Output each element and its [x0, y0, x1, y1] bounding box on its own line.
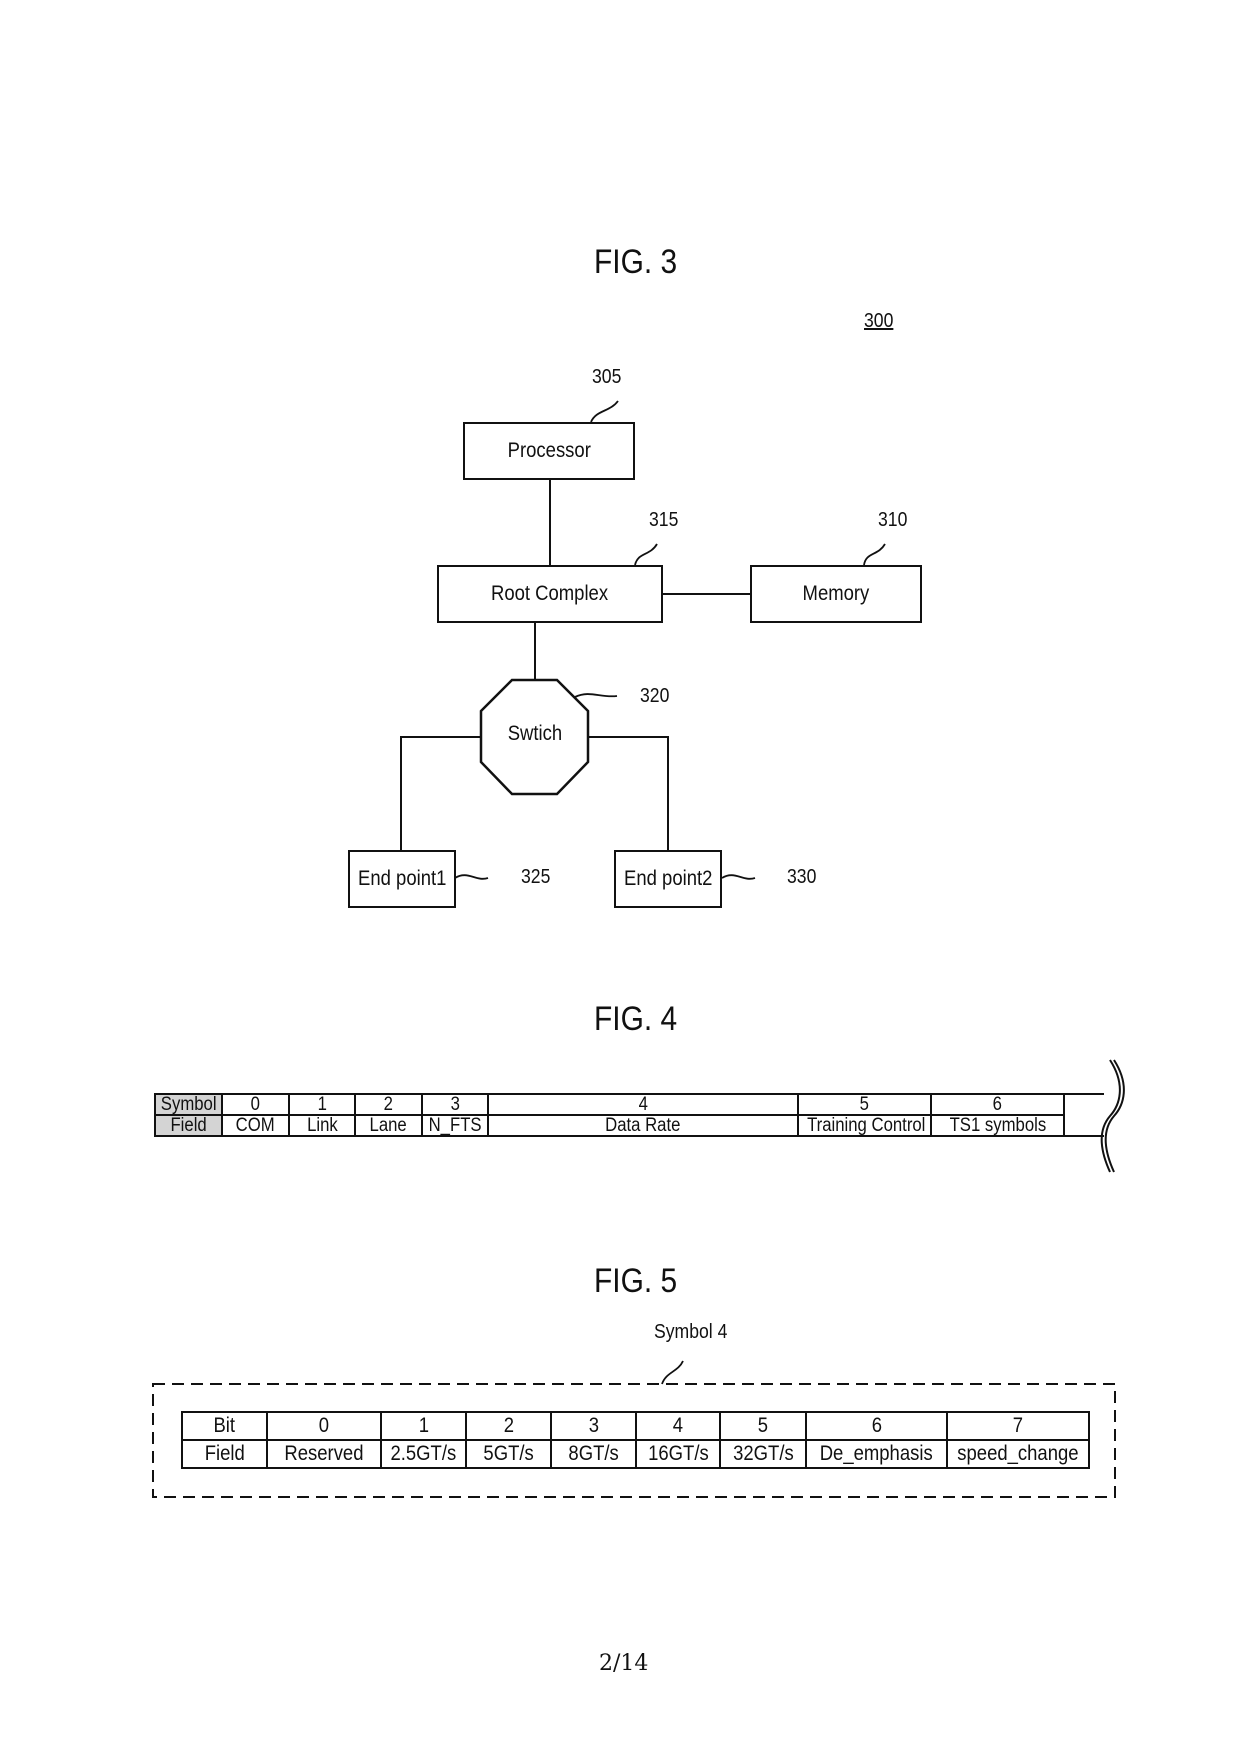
table-row-bit: Bit 0 1 2 3 4 5 6 7 — [181, 1411, 1090, 1441]
row-header-symbol: Symbol — [154, 1093, 223, 1116]
field-cell: De_emphasis — [805, 1439, 948, 1469]
field-cell: 16GT/s — [635, 1439, 721, 1469]
endpoint1-label: End point1 — [357, 867, 447, 890]
edge-switch-endpoint1 — [400, 736, 481, 850]
symbol-cell: 0 — [221, 1093, 290, 1116]
fig5-title: FIG. 5 — [594, 1262, 678, 1300]
bit-cell: 3 — [550, 1411, 637, 1441]
field-cell: Data Rate — [487, 1114, 799, 1137]
field-cell: COM — [221, 1114, 290, 1137]
leader-310 — [863, 543, 886, 566]
root-complex-block: Root Complex — [437, 565, 663, 623]
leader-315 — [634, 543, 658, 566]
bit-cell: 0 — [266, 1411, 382, 1441]
bit-cell: 5 — [719, 1411, 807, 1441]
field-cell: 32GT/s — [719, 1439, 807, 1469]
symbol-cell: 2 — [354, 1093, 423, 1116]
symbol-cell: 6 — [930, 1093, 1065, 1116]
endpoint2-label: End point2 — [623, 867, 713, 890]
symbol-cell-continuation — [1063, 1093, 1111, 1137]
page-number: 2/14 — [599, 1651, 649, 1676]
field-cell: Training Control — [797, 1114, 932, 1137]
row-header-field: Field — [154, 1114, 223, 1137]
symbol-cell: 1 — [288, 1093, 356, 1116]
field-cell: 8GT/s — [550, 1439, 637, 1469]
table-row-symbol: Symbol 0 1 2 3 4 5 6 — [154, 1093, 1111, 1137]
fig3-title: FIG. 3 — [594, 243, 678, 281]
root-complex-label: Root Complex — [491, 582, 609, 605]
field-cell: Reserved — [266, 1439, 382, 1469]
field-cell: speed_change — [946, 1439, 1090, 1469]
switch-label: Swtich — [507, 722, 562, 745]
symbol-cell: 4 — [487, 1093, 799, 1116]
leader-325 — [454, 874, 489, 880]
field-cell: Lane — [354, 1114, 423, 1137]
leader-320 — [574, 693, 618, 698]
symbol-cell: 5 — [797, 1093, 932, 1116]
field-cell: 2.5GT/s — [380, 1439, 467, 1469]
fig4-title: FIG. 4 — [594, 1000, 678, 1038]
row-header-bit: Bit — [181, 1411, 268, 1441]
leader-330 — [721, 874, 756, 880]
endpoint2-block: End point2 — [614, 850, 722, 908]
field-cell: Link — [288, 1114, 356, 1137]
memory-block: Memory — [750, 565, 922, 623]
endpoint1-ref: 325 — [521, 866, 551, 888]
leader-symbol4 — [661, 1360, 684, 1385]
bit-cell: 1 — [380, 1411, 467, 1441]
memory-ref: 310 — [878, 509, 908, 531]
ts1-ordered-set-table: Symbol 0 1 2 3 4 5 6 Field COM Link Lane… — [154, 1093, 1111, 1137]
switch-ref: 320 — [640, 685, 670, 707]
symbol4-bit-table: Bit 0 1 2 3 4 5 6 7 Field Reserved 2.5GT… — [181, 1411, 1090, 1469]
processor-ref: 305 — [592, 366, 622, 388]
row-header-field: Field — [181, 1439, 268, 1469]
field-cell: TS1 symbols — [930, 1114, 1065, 1137]
leader-305 — [590, 400, 619, 423]
symbol4-callout: Symbol 4 — [654, 1321, 728, 1343]
root-complex-ref: 315 — [649, 509, 679, 531]
processor-label: Processor — [507, 439, 591, 462]
bit-cell: 7 — [946, 1411, 1090, 1441]
bit-cell: 6 — [805, 1411, 948, 1441]
endpoint1-block: End point1 — [348, 850, 456, 908]
field-cell: N_FTS — [421, 1114, 489, 1137]
endpoint2-ref: 330 — [787, 866, 817, 888]
table-row-field: Field Reserved 2.5GT/s 5GT/s 8GT/s 16GT/… — [181, 1439, 1090, 1469]
symbol-cell: 3 — [421, 1093, 489, 1116]
bit-cell: 2 — [465, 1411, 552, 1441]
table-row-field: Field COM Link Lane N_FTS Data Rate Trai… — [154, 1114, 1111, 1137]
fig3-figure-ref: 300 — [864, 310, 894, 332]
memory-label: Memory — [802, 582, 870, 605]
processor-block: Processor — [463, 422, 635, 480]
field-cell: 5GT/s — [465, 1439, 552, 1469]
bit-cell: 4 — [635, 1411, 721, 1441]
edge-switch-endpoint2 — [588, 736, 669, 850]
switch-label-wrap: Swtich — [481, 722, 588, 746]
